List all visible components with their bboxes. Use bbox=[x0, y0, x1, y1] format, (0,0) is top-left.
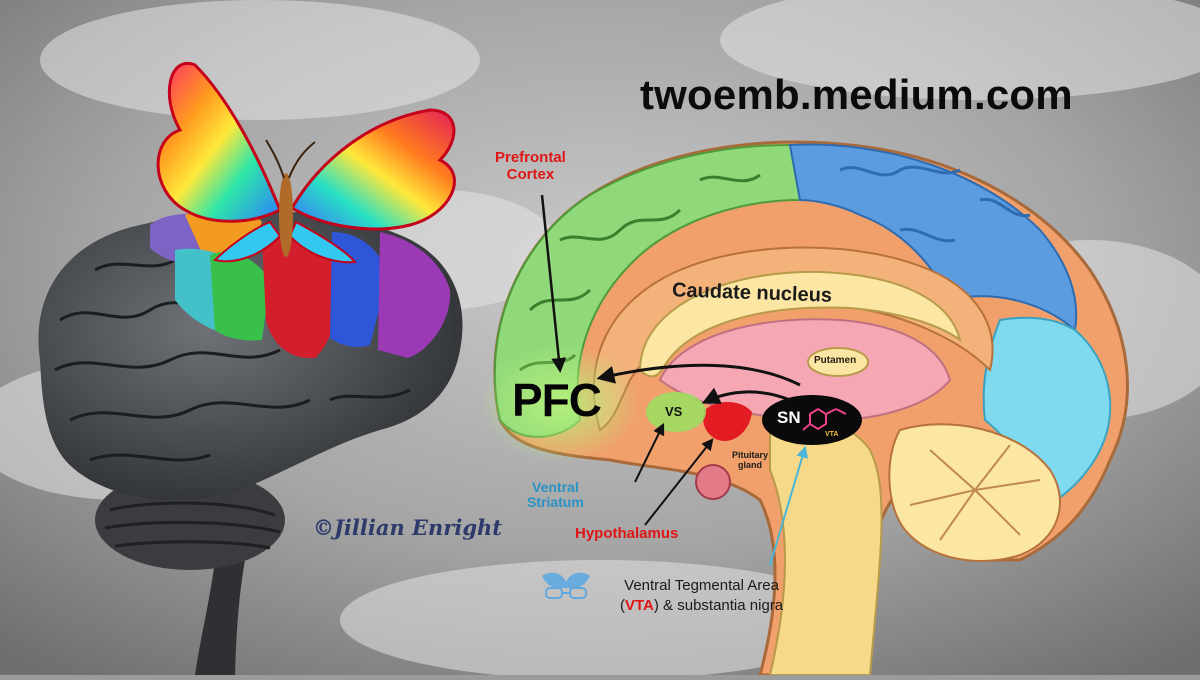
pituitary-label-line2: gland bbox=[738, 459, 762, 470]
sn-label: SN bbox=[777, 408, 801, 427]
pituitary-label-line1: Pituitary bbox=[732, 450, 769, 460]
sn-to-pfc-arrow bbox=[596, 363, 801, 387]
pituitary-gland-label: Pituitary gland bbox=[732, 450, 769, 471]
putamen-label: Putamen bbox=[814, 355, 857, 366]
connection-arrows bbox=[540, 194, 808, 566]
ventral-striatum-arrow bbox=[634, 422, 665, 483]
dopamine-molecule-icon bbox=[802, 407, 847, 431]
left-brain-illustration bbox=[38, 61, 463, 675]
ventral-striatum-label-line1: Ventral bbox=[532, 479, 579, 495]
pituitary-region bbox=[695, 464, 731, 500]
credit-signature: ©Jillian Enright bbox=[313, 515, 502, 540]
vta-caption-line1: Ventral Tegmental Area bbox=[624, 577, 779, 594]
butterfly-glasses-logo-icon bbox=[542, 572, 590, 599]
hypothalamus-arrow bbox=[644, 438, 714, 526]
vta-caption: Ventral Tegmental Area (VTA) & substanti… bbox=[620, 576, 783, 615]
prefrontal-cortex-label-line2: Cortex bbox=[506, 165, 555, 183]
vta-caption-open: ( bbox=[620, 596, 625, 614]
vta-small-label: VTA bbox=[825, 431, 839, 438]
ventral-striatum-label: Ventral Striatum bbox=[527, 479, 584, 511]
prefrontal-cortex-label-line1: Prefrontal bbox=[495, 149, 566, 166]
prefrontal-cortex-arrow bbox=[540, 194, 567, 373]
butterfly-icon bbox=[156, 61, 456, 264]
vta-arrow bbox=[769, 445, 808, 566]
vta-caption-abbr: VTA bbox=[625, 596, 654, 614]
vta-caption-rest: ) & substantia nigra bbox=[653, 596, 784, 614]
sn-vta-region bbox=[762, 395, 862, 445]
site-url[interactable]: twoemb.medium.com bbox=[640, 71, 1073, 118]
hypothalamus-label: Hypothalamus bbox=[575, 525, 679, 542]
vta-caption-line2: (VTA) & substantia nigra bbox=[620, 596, 783, 616]
pfc-label: PFC bbox=[512, 374, 602, 426]
putamen-region bbox=[807, 347, 869, 377]
vs-label: VS bbox=[665, 404, 683, 419]
vs-region bbox=[646, 392, 706, 432]
hypothalamus-region bbox=[703, 402, 752, 441]
sn-to-vs-arrow bbox=[701, 387, 791, 404]
prefrontal-cortex-label: Prefrontal Cortex bbox=[495, 149, 566, 183]
ventral-striatum-label-line2: Striatum bbox=[527, 494, 584, 511]
